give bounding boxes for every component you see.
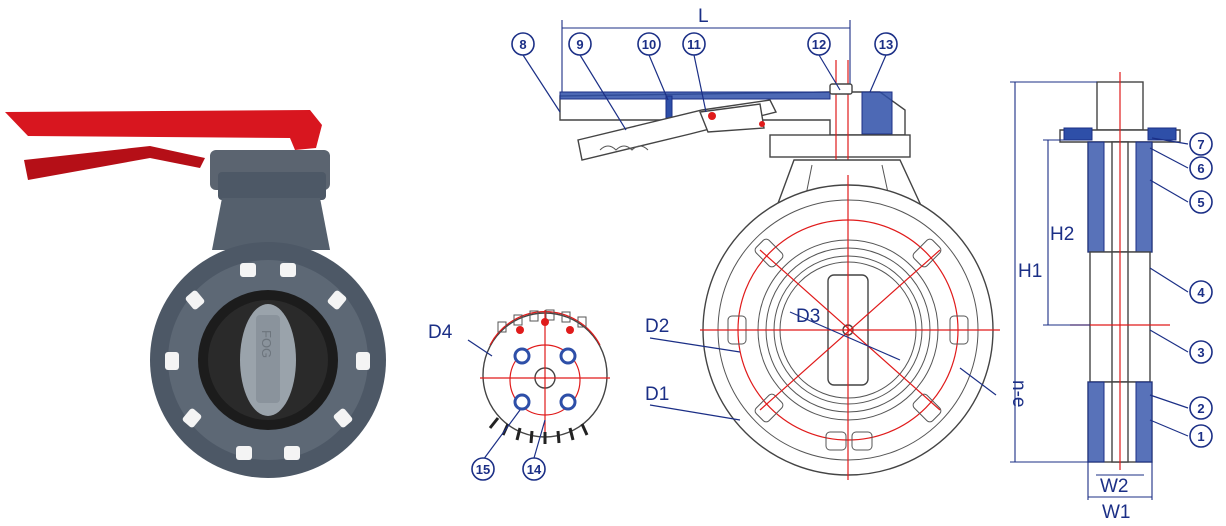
- svg-text:3: 3: [1197, 345, 1204, 360]
- part-balloon-3: 3: [1189, 340, 1213, 364]
- dim-D1-label: D1: [645, 384, 669, 405]
- part-balloon-8: 8: [511, 32, 535, 56]
- svg-text:13: 13: [879, 37, 893, 52]
- valve-photo: FOG: [5, 110, 386, 478]
- svg-text:2: 2: [1197, 401, 1204, 416]
- part-balloon-9: 9: [568, 32, 592, 56]
- red-lever-grip: [24, 146, 205, 180]
- red-lever-handle: [5, 110, 322, 150]
- svg-text:1: 1: [1197, 429, 1204, 444]
- part-balloon-12: 12: [807, 32, 831, 56]
- dim-D2-label: D2: [645, 316, 669, 337]
- svg-text:8: 8: [519, 37, 526, 52]
- svg-text:5: 5: [1197, 195, 1204, 210]
- part-balloon-7: 7: [1189, 132, 1213, 156]
- part-balloon-1: 1: [1189, 424, 1213, 448]
- dim-H2-label: H2: [1050, 224, 1074, 245]
- part-balloon-15: 15: [471, 457, 495, 481]
- part-balloon-2: 2: [1189, 396, 1213, 420]
- svg-text:14: 14: [527, 462, 542, 477]
- valve-front-view-drawing: [649, 159, 1000, 480]
- dim-n-e-label: n-e: [1008, 380, 1029, 407]
- svg-text:11: 11: [687, 37, 701, 52]
- svg-text:10: 10: [642, 37, 656, 52]
- svg-text:7: 7: [1197, 137, 1204, 152]
- part-balloons: 1 2 3 4 5 6 7 8 9 10 11 12 13 14 15: [471, 32, 1213, 481]
- svg-text:9: 9: [576, 37, 583, 52]
- indicator-plate-detail: [467, 309, 610, 461]
- dim-L-label: L: [698, 6, 709, 27]
- handle-section-drawing: L: [559, 6, 911, 165]
- part-balloon-5: 5: [1189, 190, 1213, 214]
- svg-text:15: 15: [476, 462, 490, 477]
- dim-W2-label: W2: [1100, 476, 1129, 497]
- part-balloon-6: 6: [1189, 156, 1213, 180]
- svg-text:6: 6: [1197, 161, 1204, 176]
- part-balloon-11: 11: [682, 32, 706, 56]
- dim-H1-label: H1: [1018, 261, 1042, 282]
- valve-neck: [212, 198, 330, 250]
- part-balloon-4: 4: [1189, 280, 1213, 304]
- dim-D4-label: D4: [428, 322, 453, 343]
- handle-leaders: [522, 54, 887, 131]
- svg-text:FOG: FOG: [259, 330, 274, 358]
- svg-text:4: 4: [1197, 285, 1205, 300]
- dim-W1-label: W1: [1102, 502, 1131, 521]
- part-balloon-10: 10: [637, 32, 661, 56]
- part-balloon-14: 14: [522, 457, 546, 481]
- part-balloon-13: 13: [874, 32, 898, 56]
- dim-D3-label: D3: [796, 306, 820, 327]
- svg-text:12: 12: [812, 37, 826, 52]
- valve-section-view-drawing: [1010, 72, 1189, 500]
